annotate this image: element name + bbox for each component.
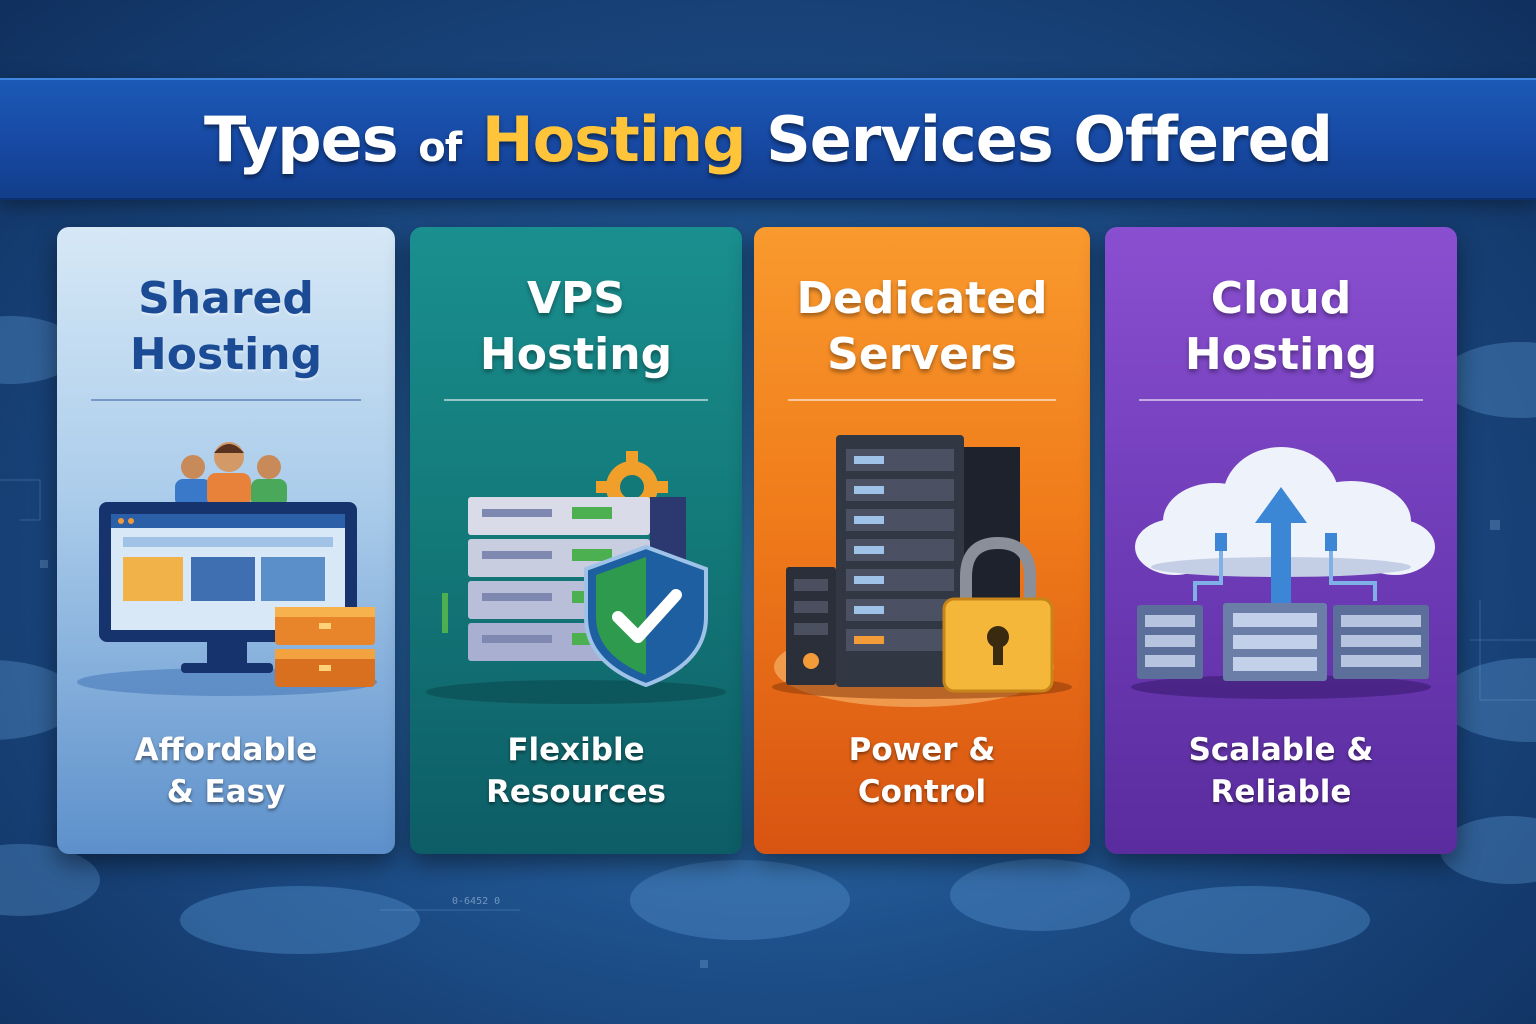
- card-title-line1: VPS: [527, 273, 625, 324]
- card-subtitle-line1: Flexible: [507, 732, 645, 768]
- card-subtitle-line2: Resources: [486, 774, 666, 810]
- card-subtitle-line2: Reliable: [1210, 774, 1352, 810]
- card-subtitle: Power & Control: [754, 729, 1090, 813]
- card-title-line2: Hosting: [479, 329, 673, 380]
- card-divider: [91, 399, 361, 401]
- server-rack-icon: [1137, 603, 1429, 681]
- card-shared-hosting: Shared Hosting: [57, 227, 395, 854]
- card-divider: [1139, 399, 1423, 401]
- card-subtitle-line1: Power &: [848, 732, 996, 768]
- title-banner: Types of Hosting Services Offered: [0, 78, 1536, 200]
- right-clouds: [1440, 342, 1536, 884]
- title-word-types: Types: [203, 102, 399, 176]
- card-subtitle: Scalable & Reliable: [1105, 729, 1457, 813]
- card-title: Cloud Hosting: [1105, 271, 1457, 383]
- card-title: Dedicated Servers: [754, 271, 1090, 383]
- card-title-line2: Servers: [827, 329, 1017, 380]
- card-subtitle-line1: Affordable: [134, 732, 318, 768]
- people-icon: [175, 442, 287, 507]
- vps-server-shield-icon: [426, 451, 726, 704]
- card-subtitle-line2: Control: [857, 774, 987, 810]
- card-cloud-hosting: Cloud Hosting: [1105, 227, 1457, 854]
- card-divider: [444, 399, 708, 401]
- card-subtitle: Flexible Resources: [410, 729, 742, 813]
- card-title-line1: Dedicated: [796, 273, 1048, 324]
- title-word-services-offered: Services Offered: [766, 102, 1333, 176]
- card-dedicated-servers: Dedicated Servers: [754, 227, 1090, 854]
- upload-arrow-icon: [1255, 487, 1307, 615]
- card-title-line1: Cloud: [1210, 273, 1352, 324]
- card-subtitle-line1: Scalable &: [1188, 732, 1374, 768]
- card-vps-hosting: VPS Hosting: [410, 227, 742, 854]
- shared-hosting-icon: [77, 442, 377, 696]
- page-title: Types of Hosting Services Offered: [203, 102, 1333, 176]
- card-title-line2: Hosting: [129, 329, 323, 380]
- card-divider: [788, 399, 1056, 401]
- server-tower-icon: [836, 435, 1020, 687]
- bottom-clouds: [180, 859, 1370, 954]
- cloud-servers-icon: [1131, 447, 1435, 699]
- title-word-of: of: [418, 124, 462, 171]
- circuit-lines: [0, 479, 1536, 911]
- dedicated-server-lock-icon: [772, 435, 1072, 707]
- shield-check-icon: [584, 544, 708, 688]
- background-code-text: 0-6452 0: [452, 896, 501, 907]
- storage-boxes-icon: [275, 607, 375, 687]
- card-title: Shared Hosting: [57, 271, 395, 383]
- title-word-hosting: Hosting: [481, 102, 747, 176]
- card-title-line1: Shared: [138, 273, 314, 324]
- card-title-line2: Hosting: [1184, 329, 1378, 380]
- card-title: VPS Hosting: [410, 271, 742, 383]
- card-subtitle-line2: & Easy: [166, 774, 286, 810]
- card-subtitle: Affordable & Easy: [57, 729, 395, 813]
- padlock-icon: [942, 536, 1054, 693]
